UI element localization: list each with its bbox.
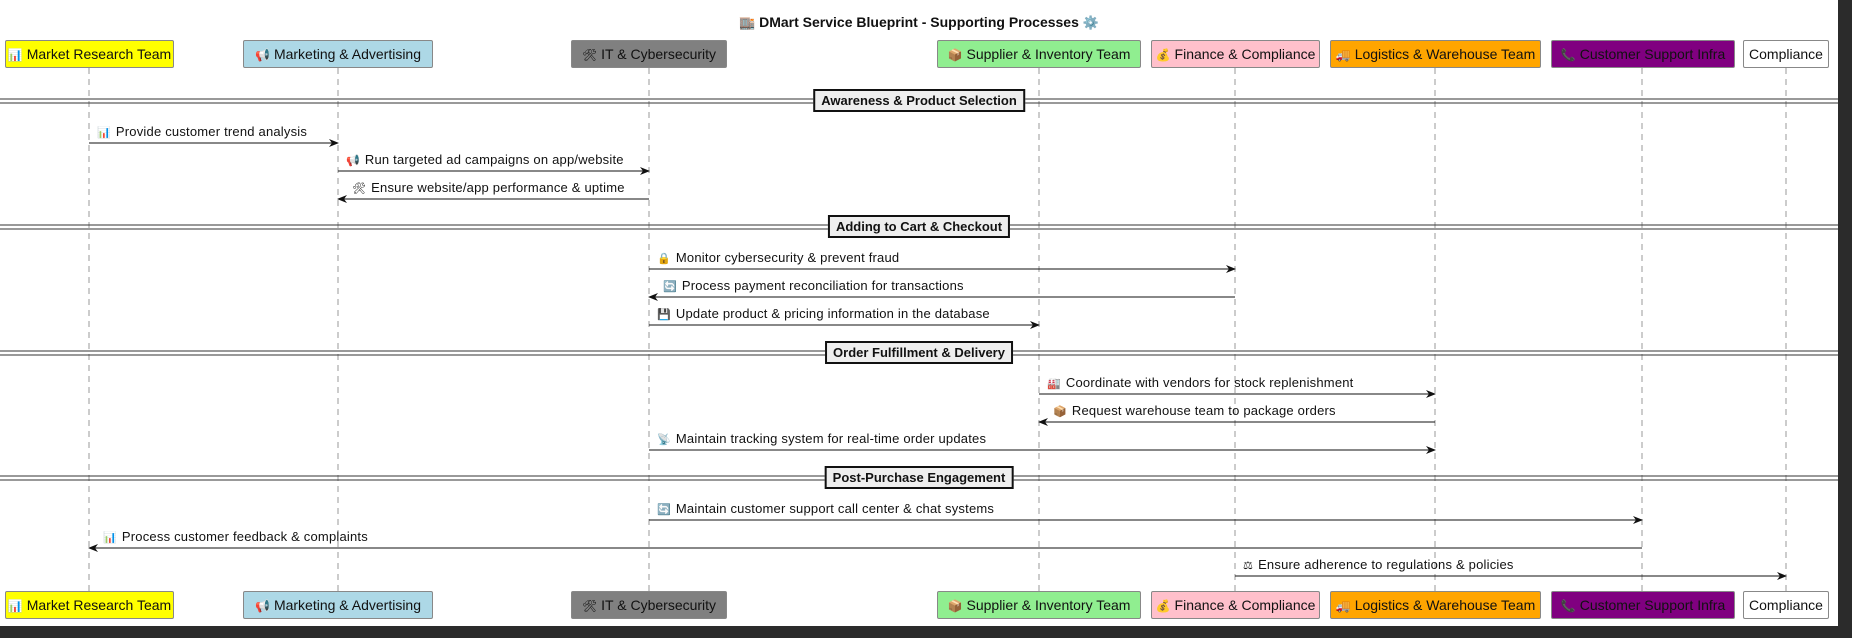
participant-icon: 📢 xyxy=(254,48,270,62)
message-text: Ensure adherence to regulations & polici… xyxy=(1258,557,1514,572)
title-text: DMart Service Blueprint - Supporting Pro… xyxy=(759,14,1079,30)
message-label: 🔄 Process payment reconciliation for tran… xyxy=(663,278,964,293)
message-text: Run targeted ad campaigns on app/website xyxy=(364,152,624,167)
message-text: Maintain customer support call center & … xyxy=(675,501,995,516)
participant-top-finance-and-compliance[interactable]: 💰Finance & Compliance xyxy=(1151,40,1320,68)
participant-icon: 🚚 xyxy=(1335,48,1351,62)
participant-icon: 🛠 xyxy=(581,48,598,62)
participant-bottom-market-research-team[interactable]: 📊Market Research Team xyxy=(5,591,174,619)
participant-label: Market Research Team xyxy=(26,46,172,62)
message-label: 🛠 Ensure website/app performance & uptime xyxy=(352,180,625,195)
message-icon: 🔄 xyxy=(663,281,677,293)
message-label: 🔒 Monitor cybersecurity & prevent fraud xyxy=(657,250,899,265)
message-icon: 🏭 xyxy=(1047,378,1061,390)
message-icon: 📡 xyxy=(657,434,671,446)
section-label-awareness-and-product-selection: Awareness & Product Selection xyxy=(813,89,1025,112)
message-icon: 📢 xyxy=(346,155,360,167)
participant-icon: 🛠 xyxy=(581,599,598,613)
participant-bottom-customer-support-infra[interactable]: 📞Customer Support Infra xyxy=(1551,591,1735,619)
participant-bottom-supplier-and-inventory-team[interactable]: 📦Supplier & Inventory Team xyxy=(937,591,1141,619)
message-label: 📦 Request warehouse team to package order… xyxy=(1053,403,1336,418)
message-text: Process payment reconciliation for trans… xyxy=(681,278,964,293)
participant-bottom-logistics-and-warehouse-team[interactable]: 🚚Logistics & Warehouse Team xyxy=(1330,591,1541,619)
message-label: 📊 Provide customer trend analysis xyxy=(97,124,307,139)
participant-label: Market Research Team xyxy=(26,597,172,613)
message-text: Ensure website/app performance & uptime xyxy=(371,180,625,195)
participant-icon: 📢 xyxy=(254,599,270,613)
participant-top-marketing-and-advertising[interactable]: 📢Marketing & Advertising xyxy=(243,40,433,68)
participant-label: Finance & Compliance xyxy=(1174,46,1316,62)
participant-label: Compliance xyxy=(1749,597,1823,613)
building-icon: 🏬 xyxy=(739,15,756,30)
message-text: Maintain tracking system for real-time o… xyxy=(675,431,987,446)
participant-label: IT & Cybersecurity xyxy=(601,46,717,62)
message-label: 🔄 Maintain customer support call center &… xyxy=(657,501,994,516)
message-text: Process customer feedback & complaints xyxy=(121,529,368,544)
participant-icon: 💰 xyxy=(1155,48,1171,62)
message-icon: 📦 xyxy=(1053,406,1067,418)
participant-icon: 📞 xyxy=(1560,48,1576,62)
diagram-canvas: 🏬 DMart Service Blueprint - Supporting P… xyxy=(0,0,1838,626)
message-label: 📢 Run targeted ad campaigns on app/websit… xyxy=(346,152,624,167)
participant-top-logistics-and-warehouse-team[interactable]: 🚚Logistics & Warehouse Team xyxy=(1330,40,1541,68)
participant-icon: 📦 xyxy=(947,599,963,613)
section-label-adding-to-cart-and-checkout: Adding to Cart & Checkout xyxy=(827,215,1011,238)
section-label-post-purchase-engagement: Post-Purchase Engagement xyxy=(824,466,1014,489)
participant-bottom-compliance[interactable]: Compliance xyxy=(1743,591,1829,619)
participant-icon: 🚚 xyxy=(1335,599,1351,613)
participant-label: Supplier & Inventory Team xyxy=(966,46,1131,62)
message-icon: 📊 xyxy=(103,532,117,544)
message-label: 📡 Maintain tracking system for real-time … xyxy=(657,431,986,446)
message-icon: 🔄 xyxy=(657,504,671,516)
participant-label: Customer Support Infra xyxy=(1579,597,1726,613)
participant-top-market-research-team[interactable]: 📊Market Research Team xyxy=(5,40,174,68)
participant-label: Supplier & Inventory Team xyxy=(966,597,1131,613)
participant-label: Customer Support Infra xyxy=(1579,46,1726,62)
participant-top-supplier-and-inventory-team[interactable]: 📦Supplier & Inventory Team xyxy=(937,40,1141,68)
participant-label: Marketing & Advertising xyxy=(273,597,422,613)
participant-label: Marketing & Advertising xyxy=(273,46,422,62)
message-label: 🏭 Coordinate with vendors for stock reple… xyxy=(1047,375,1354,390)
message-icon: 🔒 xyxy=(657,253,671,265)
participant-bottom-it-and-cybersecurity[interactable]: 🛠IT & Cybersecurity xyxy=(571,591,727,619)
message-text: Monitor cybersecurity & prevent fraud xyxy=(675,250,900,265)
participant-icon: 💰 xyxy=(1155,599,1171,613)
participant-icon: 📞 xyxy=(1560,599,1576,613)
message-icon: 💾 xyxy=(657,309,671,321)
message-label: ⚖ Ensure adherence to regulations & polic… xyxy=(1243,557,1514,572)
participant-icon: 📊 xyxy=(7,599,23,613)
participant-top-it-and-cybersecurity[interactable]: 🛠IT & Cybersecurity xyxy=(571,40,727,68)
participant-icon: 📦 xyxy=(947,48,963,62)
participant-label: IT & Cybersecurity xyxy=(601,597,717,613)
participant-bottom-marketing-and-advertising[interactable]: 📢Marketing & Advertising xyxy=(243,591,433,619)
participant-icon: 📊 xyxy=(7,48,23,62)
message-label: 📊 Process customer feedback & complaints xyxy=(103,529,368,544)
participant-label: Logistics & Warehouse Team xyxy=(1354,46,1536,62)
message-text: Provide customer trend analysis xyxy=(115,124,308,139)
diagram-title: 🏬 DMart Service Blueprint - Supporting P… xyxy=(0,14,1838,31)
participant-label: Logistics & Warehouse Team xyxy=(1354,597,1536,613)
participant-bottom-finance-and-compliance[interactable]: 💰Finance & Compliance xyxy=(1151,591,1320,619)
message-icon: 📊 xyxy=(97,127,111,139)
section-label-order-fulfillment-and-delivery: Order Fulfillment & Delivery xyxy=(825,341,1013,364)
message-text: Update product & pricing information in … xyxy=(675,306,990,321)
message-label: 💾 Update product & pricing information in… xyxy=(657,306,990,321)
message-icon: ⚖ xyxy=(1243,560,1254,572)
participant-top-compliance[interactable]: Compliance xyxy=(1743,40,1829,68)
gear-icon: ⚙️ xyxy=(1082,15,1099,30)
participant-label: Compliance xyxy=(1749,46,1823,62)
message-text: Request warehouse team to package orders xyxy=(1071,403,1336,418)
message-text: Coordinate with vendors for stock replen… xyxy=(1065,375,1354,390)
message-icon: 🛠 xyxy=(352,183,367,195)
participant-top-customer-support-infra[interactable]: 📞Customer Support Infra xyxy=(1551,40,1735,68)
participant-label: Finance & Compliance xyxy=(1174,597,1316,613)
